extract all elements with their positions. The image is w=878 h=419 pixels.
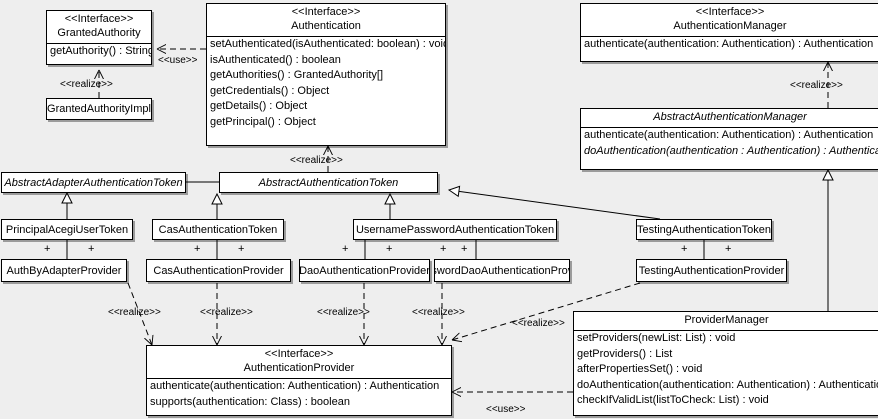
class-header: <<Interface>> Authentication: [207, 4, 445, 36]
class-granted-authority-impl[interactable]: GrantedAuthorityImpl: [46, 98, 152, 120]
operation: isAuthenticated() : boolean: [210, 53, 341, 66]
class-abstract-authentication-manager[interactable]: AbstractAuthenticationManager authentica…: [580, 108, 878, 170]
operation: getPrincipal() : Object: [210, 115, 316, 128]
operation: getDetails() : Object: [210, 100, 308, 112]
label-realize-passworddaoauthenticationprovider: <<realize>>: [412, 307, 465, 318]
class-name: AuthByAdapterProvider: [6, 264, 122, 277]
class-header: <<Interface>> AuthenticationProvider: [147, 346, 451, 378]
class-principal-acegi-user-token[interactable]: PrincipalAcegiUserToken: [1, 219, 133, 240]
operation: supports(authentication: Class) : boolea…: [150, 395, 350, 408]
association-marker: +: [194, 243, 201, 255]
association-marker: +: [440, 243, 447, 255]
class-name: AbstractAuthenticationToken: [258, 176, 399, 189]
stereotype-label: <<Interface>>: [64, 13, 134, 25]
label-use-providermanager: <<use>>: [486, 404, 526, 415]
class-name: PasswordDaoAuthenticationProvider: [435, 264, 569, 277]
label-realize-testingauthenticationprovider: <<realize>>: [512, 318, 565, 329]
class-header: <<Interface>> GrantedAuthority: [47, 11, 151, 43]
class-granted-authority[interactable]: <<Interface>> GrantedAuthority getAuthor…: [46, 10, 152, 65]
class-name: PrincipalAcegiUserToken: [5, 223, 129, 236]
class-header: ProviderManager: [574, 312, 878, 330]
class-name: GrantedAuthorityImpl: [47, 103, 151, 115]
class-name: AbstractAuthenticationManager: [653, 111, 807, 123]
association-marker: +: [238, 243, 245, 255]
class-header: AbstractAuthenticationManager: [581, 109, 878, 127]
class-cas-authentication-provider[interactable]: CasAuthenticationProvider: [146, 259, 291, 282]
label-realize-casauthenticationprovider: <<realize>>: [200, 307, 253, 318]
operation: getProviders() : List: [577, 347, 673, 360]
operation: getAuthorities() : GrantedAuthority[]: [210, 69, 384, 81]
class-name: DaoAuthenticationProvider: [299, 264, 430, 277]
class-name: GrantedAuthority: [57, 27, 141, 39]
class-testing-authentication-token[interactable]: TestingAuthenticationToken: [636, 219, 772, 240]
class-authentication[interactable]: <<Interface>> Authentication setAuthenti…: [206, 3, 446, 146]
class-username-password-authentication-token[interactable]: UsernamePasswordAuthenticationToken: [353, 219, 557, 240]
class-name: UsernamePasswordAuthenticationToken: [355, 223, 555, 236]
stereotype-label: <<Interface>>: [264, 348, 334, 360]
class-name: ProviderManager: [684, 314, 769, 326]
operation: setAuthenticated(isAuthenticated: boolea…: [210, 38, 446, 50]
label-realize-authbyadapterprovider: <<realize>>: [108, 307, 161, 318]
operation: doAuthentication(authentication: Authent…: [577, 378, 878, 391]
class-name: TestingAuthenticationToken: [637, 223, 771, 236]
operations-compartment: setAuthenticated(isAuthenticated: boolea…: [207, 36, 445, 130]
operations-compartment: authenticate(authentication: Authenticat…: [581, 36, 878, 53]
association-marker: +: [88, 243, 95, 255]
operation: authenticate(authentication: Authenticat…: [150, 380, 440, 392]
stereotype-label: <<Interface>>: [695, 6, 765, 18]
class-abstract-adapter-authentication-token[interactable]: AbstractAdapterAuthenticationToken: [1, 172, 186, 193]
operation: authenticate(authentication: Authenticat…: [584, 38, 874, 50]
label-realize-abstractauthenticationmanager: <<realize>>: [790, 80, 843, 91]
class-name: CasAuthenticationProvider: [153, 264, 284, 277]
class-name: AbstractAdapterAuthenticationToken: [4, 176, 183, 189]
class-auth-by-adapter-provider[interactable]: AuthByAdapterProvider: [1, 259, 127, 282]
label-use-grantedauthority: <<use>>: [158, 55, 198, 66]
label-realize-abstractauthenticationtoken: <<realize>>: [290, 155, 343, 166]
label-realize-daoauthenticationprovider: <<realize>>: [317, 307, 370, 318]
operation: checkIfValidList(listToCheck: List) : vo…: [577, 394, 769, 406]
class-name: CasAuthenticationToken: [158, 223, 278, 236]
association-marker: +: [461, 243, 468, 255]
class-name: AuthenticationProvider: [243, 362, 355, 374]
label-realize-grantedauthorityimpl: <<realize>>: [60, 79, 113, 90]
class-dao-authentication-provider[interactable]: DaoAuthenticationProvider: [299, 259, 430, 282]
association-marker: +: [386, 243, 393, 255]
class-password-dao-authentication-provider[interactable]: PasswordDaoAuthenticationProvider: [434, 259, 570, 282]
class-authentication-provider[interactable]: <<Interface>> AuthenticationProvider aut…: [146, 345, 452, 416]
operations-compartment: getAuthority() : String: [47, 43, 151, 60]
realize-testingauthenticationprovider: [452, 282, 641, 340]
generalization-testingauthenticationtoken: [449, 190, 661, 220]
operation: getCredentials() : Object: [210, 84, 330, 97]
class-provider-manager[interactable]: ProviderManager setProviders(newList: Li…: [573, 311, 878, 416]
operations-compartment: authenticate(authentication: Authenticat…: [581, 127, 878, 159]
operations-compartment: setProviders(newList: List) : void getPr…: [574, 330, 878, 409]
class-header: <<Interface>> AuthenticationManager: [581, 4, 878, 36]
class-authentication-manager[interactable]: <<Interface>> AuthenticationManager auth…: [580, 3, 878, 62]
class-name: AuthenticationManager: [673, 20, 787, 32]
association-marker: +: [44, 243, 51, 255]
class-name: TestingAuthenticationProvider: [638, 264, 785, 277]
operation: getAuthority() : String: [50, 45, 152, 57]
operation: setProviders(newList: List) : void: [577, 332, 736, 344]
operation: afterPropertiesSet() : void: [577, 363, 703, 375]
association-marker: +: [342, 243, 349, 255]
stereotype-label: <<Interface>>: [291, 6, 361, 18]
class-name: Authentication: [291, 20, 361, 32]
class-cas-authentication-token[interactable]: CasAuthenticationToken: [152, 219, 284, 240]
association-marker: +: [681, 243, 688, 255]
class-abstract-authentication-token[interactable]: AbstractAuthenticationToken: [219, 172, 438, 193]
realize-authbyadapterprovider: [127, 282, 152, 345]
operations-compartment: authenticate(authentication: Authenticat…: [147, 378, 451, 410]
class-testing-authentication-provider[interactable]: TestingAuthenticationProvider: [636, 259, 787, 282]
association-marker: +: [725, 243, 732, 255]
operation: authenticate(authentication: Authenticat…: [584, 129, 874, 141]
operation: doAuthentication(authentication : Authen…: [584, 144, 878, 157]
